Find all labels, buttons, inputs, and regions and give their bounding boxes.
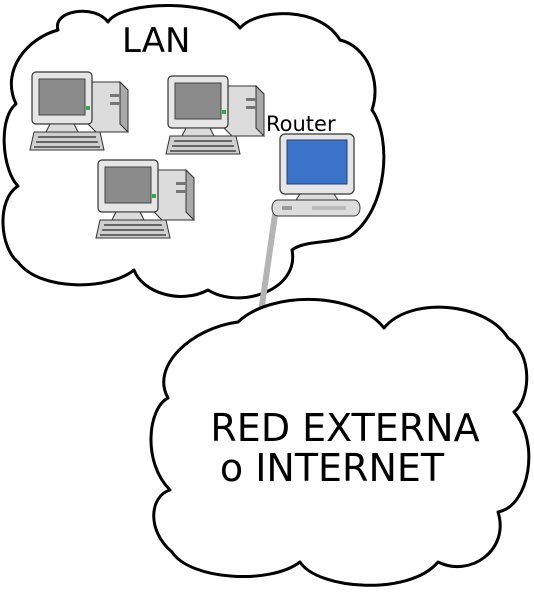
external-network-label-line2: o INTERNET — [220, 446, 445, 490]
router-label: Router — [266, 112, 336, 136]
pc-1 — [29, 71, 129, 151]
lan-label: LAN — [122, 21, 190, 61]
pc-2 — [165, 75, 265, 155]
external-network-label-line1: RED EXTERNA — [210, 406, 479, 450]
internet-cloud — [149, 298, 531, 587]
router-device — [271, 133, 361, 217]
pc-3 — [95, 159, 195, 239]
